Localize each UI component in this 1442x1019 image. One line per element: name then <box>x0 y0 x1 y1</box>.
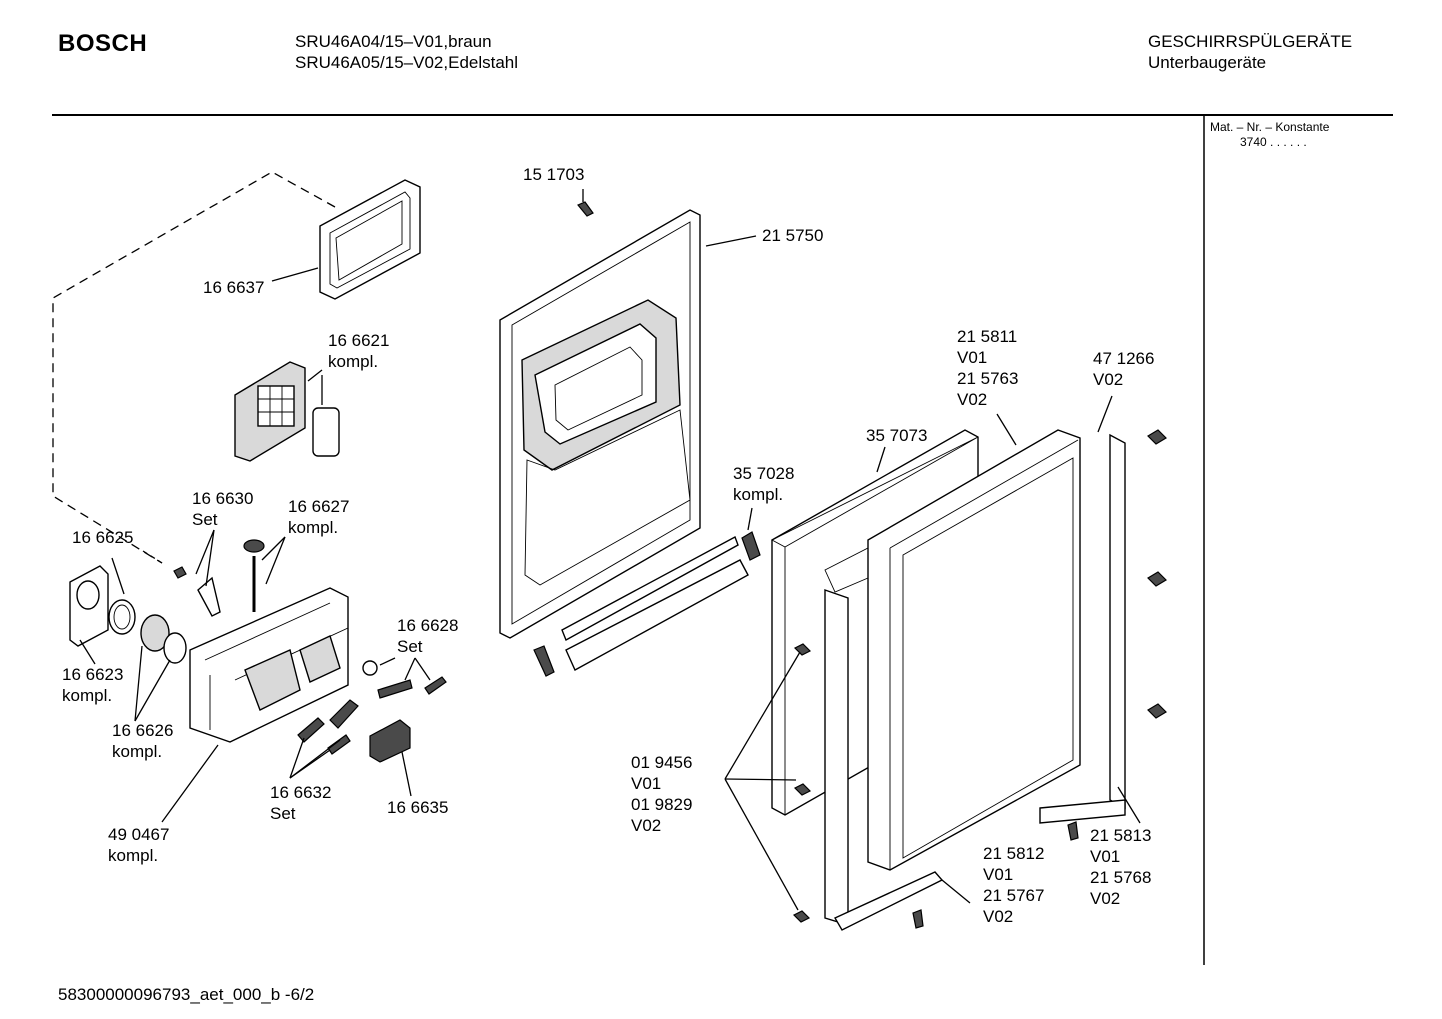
part-label-166637: 16 6637 <box>203 278 265 297</box>
gasket-frame-part <box>319 179 421 300</box>
spring-set <box>329 660 447 729</box>
part-label-151703: 15 1703 <box>523 165 585 184</box>
mat-nr-value: 3740 . . . . . . <box>1240 135 1307 149</box>
mat-nr-label: Mat. – Nr. – Konstante <box>1210 120 1330 134</box>
switch-part <box>369 719 411 763</box>
brand-logo: BOSCH <box>58 30 148 57</box>
assembly-dashed-line <box>52 171 336 564</box>
control-housing <box>189 587 349 743</box>
model-line-2: SRU46A05/15–V02,Edelstahl <box>295 53 519 72</box>
category-line-2: Unterbaugeräte <box>1148 53 1267 72</box>
part-label-166625: 16 6625 <box>72 528 134 547</box>
category-info: GESCHIRRSPÜLGERÄTE Unterbaugeräte <box>1148 31 1352 73</box>
trim-right <box>1039 433 1126 824</box>
valve-part <box>243 539 265 612</box>
leader-lines <box>79 189 1141 911</box>
lever-set <box>297 717 351 755</box>
filter-part <box>234 361 340 462</box>
model-info: SRU46A04/15–V01,braun SRU46A05/15–V02,Ed… <box>295 31 518 73</box>
hinge-strip <box>533 531 761 677</box>
screw-part-top <box>577 201 594 217</box>
part-label-166635: 16 6635 <box>387 798 449 817</box>
part-label-215750: 21 5750 <box>762 226 824 245</box>
decor-panel <box>867 429 1081 871</box>
part-label-357073: 35 7073 <box>866 426 928 445</box>
screws <box>792 429 1167 929</box>
knob-assembly <box>69 565 221 664</box>
doc-id: 58300000096793_aet_000_b -6/2 <box>58 985 315 1004</box>
inner-door-panel <box>499 209 701 639</box>
category-line-1: GESCHIRRSPÜLGERÄTE <box>1148 32 1353 51</box>
model-line-1: SRU46A04/15–V01,braun <box>295 32 492 51</box>
